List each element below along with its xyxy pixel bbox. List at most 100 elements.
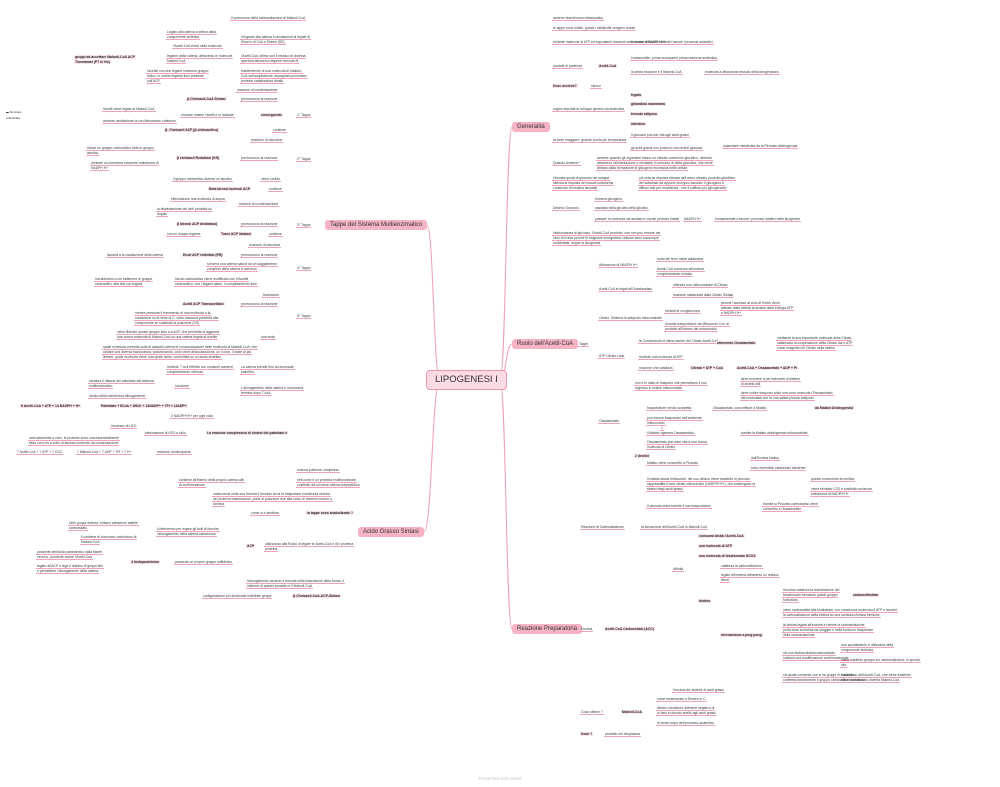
subtopic[interactable]: molecola a attivazione tessuto della idr… [704, 70, 780, 75]
subtopic[interactable]: ingresso in cellule mitocondriali [634, 386, 683, 391]
subtopic[interactable]: 7 Malonil-CoA + 7 ADP + 7Pi + 7 H+ [76, 450, 133, 455]
subtopic[interactable]: di sosta corpo dell'processo anabolico [656, 721, 716, 726]
subtopic[interactable]: l'acetil viene legato al Malonil-CoA [102, 107, 156, 112]
subtopic[interactable]: diffuso tale per eccellenza - che il suf… [638, 186, 728, 191]
subtopic[interactable]: costituito da un'unica catena polipeptid… [296, 483, 361, 488]
subtopic[interactable]: contemporaneamente il gruppo carbossilic… [782, 678, 865, 683]
subtopic[interactable]: richiede un coenzima riducente sottoform… [90, 161, 160, 166]
subtopic[interactable]: non è in stato di trasporto che permetta… [634, 381, 708, 386]
subtopic[interactable]: deve ricorrere a più interventi di siste… [740, 377, 801, 382]
subtopic[interactable]: Reazione di Carbossilazione [580, 525, 625, 530]
subtopic[interactable]: rappresenta il ciclo citrato-mitocondrio… [646, 482, 756, 487]
subtopic[interactable]: subisce una modificazione conformazional… [782, 656, 850, 661]
main-topic[interactable]: Ruolo dell'Acetil-CoA [512, 339, 579, 349]
subtopic[interactable]: ciclo di Krebs perché le esigenze energe… [552, 236, 660, 241]
subtopic[interactable]: gli acidi grassi non possono convertirsi… [630, 146, 704, 151]
subtopic[interactable]: 1 [660, 426, 664, 431]
subtopic[interactable]: stimola la risposta dei tessuti sottofor… [552, 181, 615, 186]
subtopic[interactable]: il malato lascia mitocondri, nel suo uti… [646, 477, 751, 482]
subtopic[interactable]: promuovono la reazione [240, 156, 279, 161]
subtopic[interactable]: proteina [264, 547, 279, 552]
subtopic[interactable]: organi deputati al sviluppo genesi via a… [552, 107, 626, 112]
subtopic[interactable]: La catena prende fino ad accorciati [240, 365, 295, 370]
subtopic[interactable]: gruppi ad accettare Malonil-CoA ACP [74, 55, 136, 59]
subtopic[interactable]: 1° Tappa [296, 113, 312, 118]
subtopic[interactable]: bicarbonato formando quindi gruppo [782, 593, 839, 598]
subtopic[interactable]: Legato alla catena a settori dalla [166, 30, 217, 35]
subtopic[interactable]: come bicarbonato a Dimero in C [656, 697, 707, 702]
subtopic[interactable]: l'enzima catalizza la fosforilazione del [782, 588, 841, 593]
subtopic[interactable]: l'Acetil-CoA entra nella molecola [172, 44, 223, 49]
subtopic[interactable]: Il piruvato entra tramite il suo traspor… [646, 504, 712, 509]
subtopic[interactable]: come si è struttura [250, 511, 280, 516]
subtopic[interactable]: ostacolare metabolita da la Piruvato dei… [722, 144, 799, 149]
subtopic[interactable]: fondamentale a favore i processi ridutti… [714, 217, 802, 222]
subtopic[interactable]: eliminazione una molecola di acqua [170, 197, 226, 202]
subtopic[interactable]: il substrato dell'Acetil-CoA, che viene … [840, 673, 912, 678]
subtopic[interactable]: Enzima [580, 627, 594, 632]
subtopic[interactable]: porta dove la biotina da sfuggire e nell… [782, 628, 875, 633]
subtopic[interactable]: del proteina trasmissione, porta di posi… [212, 497, 333, 502]
subtopic[interactable]: Attivazione di NADPH H+ [598, 263, 639, 268]
subtopic[interactable]: Acetil ACP Transacetilasi [182, 302, 225, 306]
subtopic[interactable]: doppio [156, 212, 169, 217]
subtopic[interactable]: carbossifosfato [852, 593, 880, 597]
subtopic[interactable]: l'enzima dei sistemi di acidi grassi [672, 688, 725, 693]
subtopic[interactable]: formerà glicogeno [594, 197, 624, 202]
subtopic[interactable]: richiede una molecola di ATP [638, 355, 684, 360]
subtopic[interactable]: richiedi la congiunzione [664, 309, 702, 314]
subtopic[interactable]: completamente entrata [656, 272, 693, 277]
subtopic[interactable]: cicliare una diversa frazionatura, posiz… [102, 350, 253, 355]
subtopic[interactable]: 3° Tappa [296, 223, 312, 228]
subtopic[interactable]: reazione catalizzata dalla Citrato Sinta… [672, 293, 735, 298]
subtopic[interactable]: si forma una catena satura ad un saggiam… [206, 262, 278, 267]
subtopic[interactable]: viene liberato questo gruppo tiolo a a A… [116, 330, 221, 335]
subtopic[interactable]: viene sfruttato CO2 e sostituito molecol… [810, 487, 873, 492]
subtopic[interactable]: sull'ACP [146, 79, 161, 84]
subtopic[interactable]: limitato dalla formazione di glicogeno e… [596, 166, 689, 171]
subtopic[interactable]: mentre presenta il frammento di una mole… [134, 311, 212, 316]
subtopic[interactable]: palmitico [240, 370, 256, 375]
subtopic[interactable]: trasportatore medio scarpetta [646, 406, 693, 411]
subtopic[interactable]: l'allungamento avviene a termine nella t… [246, 579, 345, 584]
subtopic[interactable]: prodotto nel citoplasma [604, 732, 642, 737]
subtopic[interactable]: 4 fosfopanteteina [130, 560, 161, 564]
subtopic[interactable]: del substrato da apporto energico assunt… [638, 181, 726, 186]
subtopic[interactable]: 7 Acetil-CoA + 7 ATP + 7 CO2 [16, 450, 63, 455]
subtopic[interactable]: l'abbondanza di glucosio, l'Acetil-CoA p… [552, 231, 662, 236]
subtopic[interactable]: contiene [268, 187, 283, 192]
subtopic[interactable]: completamente ottenuto [166, 370, 205, 375]
subtopic[interactable]: la carbossilazione della biotina su una … [782, 613, 881, 618]
subtopic[interactable]: nell'uomo è un proteina multifunzionale [296, 478, 357, 483]
subtopic[interactable]: la Conversione di sfera mentre del Citra… [638, 339, 720, 344]
subtopic[interactable]: sito [840, 663, 848, 668]
subtopic[interactable]: dimero mediatore altimenti negativo di [656, 706, 716, 711]
subtopic[interactable]: Tappe [578, 342, 590, 347]
subtopic[interactable]: intestino [630, 122, 647, 126]
subtopic[interactable]: l'alto gruppi diversa, evitano attravers… [68, 521, 139, 526]
subtopic[interactable]: e permettere l'allungamento della catena [36, 569, 100, 574]
subtopic[interactable]: lineare, quale molecola viene una quale … [102, 355, 222, 360]
subtopic[interactable]: termina dopo 7 cicli [240, 391, 272, 396]
subtopic[interactable]: Il precursore della carbossilazione di M… [230, 16, 307, 21]
subtopic[interactable]: rimosse rimane l'acetil e lo radicale [180, 113, 235, 118]
subtopic[interactable]: tramite la Malato deidrogenasi mitocondr… [740, 431, 809, 436]
subtopic[interactable]: contiene [268, 232, 283, 237]
subtopic[interactable]: NADPH H+ [90, 166, 110, 171]
subtopic[interactable]: CoA sull'acquisizione, impegnato procedu… [240, 74, 308, 79]
subtopic[interactable]: domina [212, 502, 226, 507]
subtopic[interactable]: il gruppo carbonilico diventa un alcolic… [172, 177, 233, 182]
subtopic[interactable]: consuma bisita l'Acetil-CoA [698, 534, 745, 538]
subtopic[interactable]: Ossalacetato. convertitore a Malato [712, 406, 768, 411]
subtopic[interactable]: meccanismo a ping pong [720, 633, 763, 637]
subtopic[interactable]: promuovono la reazione [240, 97, 279, 102]
subtopic[interactable]: β-Chetoacil-CoA Sintasi [186, 97, 227, 101]
subtopic[interactable]: viene ceduto [260, 177, 282, 182]
subtopic[interactable]: carbossilici, alta tioli con legami [94, 282, 144, 287]
subtopic[interactable]: attivato dalla attività al aiutare dalla… [720, 306, 795, 311]
subtopic[interactable]: il riferimento per legare gli Acili di f… [156, 527, 220, 532]
subtopic[interactable]: prodotto all'interno del mitocondrio [664, 327, 718, 332]
subtopic[interactable]: β-Chetoacil-CoA-ACP-Sintasi [292, 594, 342, 598]
subtopic[interactable]: convertito a Ossalacetato [762, 507, 803, 512]
subtopic[interactable]: alcolico [86, 151, 100, 156]
